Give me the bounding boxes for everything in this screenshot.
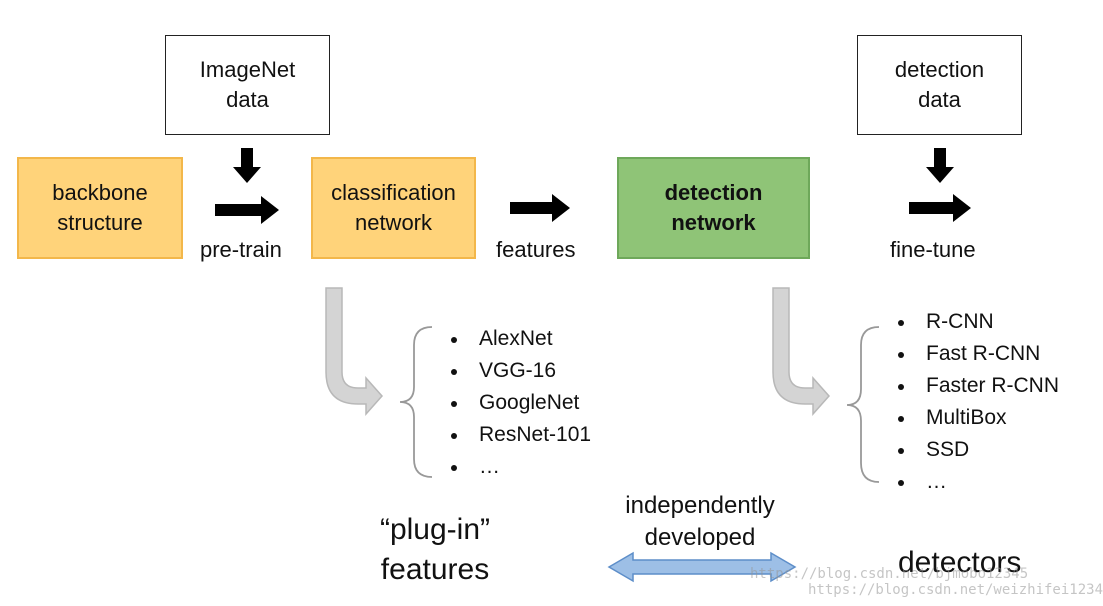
list-item: … — [892, 467, 1059, 499]
list-item: R-CNN — [892, 307, 1059, 339]
detection-network-line-1: detection — [664, 180, 763, 205]
list-item: MultiBox — [892, 403, 1059, 435]
pretrain-label: pre-train — [200, 237, 282, 262]
detection-data-line-2: data — [918, 87, 961, 112]
finetune-right-arrow — [909, 194, 971, 222]
plugin-features-label: “plug-in” features — [345, 510, 525, 590]
features-label: features — [496, 237, 576, 262]
watermark-2: https://blog.csdn.net/weizhifei1234 — [808, 582, 1103, 598]
list-item: SSD — [892, 435, 1059, 467]
list-item: GoogleNet — [445, 388, 591, 420]
backbones-gray-arrow — [325, 287, 384, 416]
backbone-line-1: backbone — [52, 180, 148, 205]
classification-line-1: classification — [331, 180, 456, 205]
list-item: Faster R-CNN — [892, 371, 1059, 403]
imagenet-data-box: ImageNet data — [165, 35, 330, 135]
detection-data-line-1: detection — [894, 57, 985, 82]
backbone-structure-box: backbone structure — [17, 157, 183, 259]
independently-line-1: independently — [625, 492, 775, 519]
detection-network-line-2: network — [671, 210, 756, 235]
detectors-gray-arrow — [772, 287, 831, 416]
backbone-line-2: structure — [57, 210, 143, 235]
classification-line-2: network — [354, 210, 433, 235]
independently-line-2: developed — [644, 524, 756, 551]
pretrain-right-arrow — [215, 196, 279, 224]
detection-network-box: detection network — [617, 157, 810, 259]
finetune-label: fine-tune — [890, 237, 976, 262]
list-item: ResNet-101 — [445, 420, 591, 452]
backbone-list: AlexNet VGG-16 GoogleNet ResNet-101 … — [445, 324, 591, 484]
detection-data-box: detection data — [857, 35, 1022, 135]
imagenet-data-line-1: ImageNet — [199, 57, 296, 82]
list-item: VGG-16 — [445, 356, 591, 388]
watermark-1: https://blog.csdn.net/bjmobo12345 — [750, 566, 1029, 582]
double-blue-arrow — [607, 551, 797, 583]
features-right-arrow — [510, 194, 570, 222]
detectors-brace — [846, 326, 880, 483]
list-item: Fast R-CNN — [892, 339, 1059, 371]
independently-developed-label: independently developed — [600, 490, 800, 554]
imagenet-down-arrow — [233, 148, 261, 183]
list-item: … — [445, 452, 591, 484]
detection-data-down-arrow — [926, 148, 954, 183]
plugin-line-2: features — [380, 553, 490, 586]
detector-list: R-CNN Fast R-CNN Faster R-CNN MultiBox S… — [892, 307, 1059, 499]
plugin-line-1: “plug-in” — [379, 513, 491, 546]
list-item: AlexNet — [445, 324, 591, 356]
imagenet-data-line-2: data — [226, 87, 269, 112]
classification-network-box: classification network — [311, 157, 476, 259]
detectors-label: detectors — [898, 546, 1022, 579]
backbones-brace — [399, 326, 433, 478]
